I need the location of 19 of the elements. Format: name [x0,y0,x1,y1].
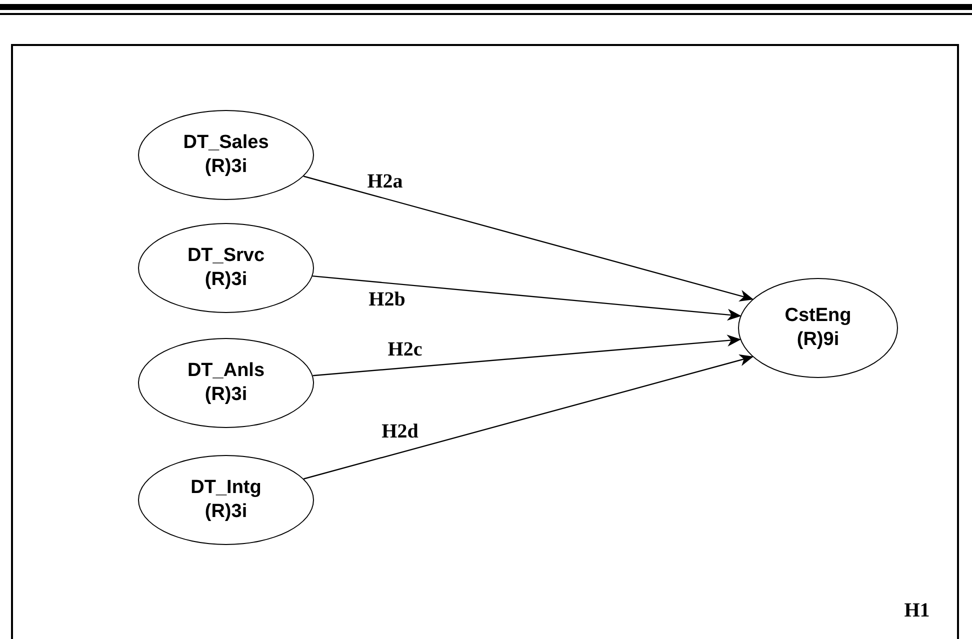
edge-label: H2c [388,338,422,362]
node-text: (R)3i [204,500,248,524]
edge-label: H2b [368,288,406,312]
edge-label: H2a [367,170,403,194]
arrow [312,334,742,376]
node-text: DT_Srvc [187,244,265,268]
node-text: (R)3i [204,268,248,292]
node-text: DT_Sales [183,131,269,155]
arrow [312,275,742,321]
arrow [303,176,754,302]
node-text: DT_Anls [187,359,265,383]
node-text: (R)3i [204,383,248,407]
arrow [304,354,754,480]
node-text: DT_Intg [190,476,262,500]
hypothesis-label: H1 [904,600,930,622]
node-text: (R)9i [796,328,840,352]
edge-label: H2d [382,420,418,444]
node-text: CstEng [784,304,852,328]
node-text: (R)3i [204,155,248,179]
